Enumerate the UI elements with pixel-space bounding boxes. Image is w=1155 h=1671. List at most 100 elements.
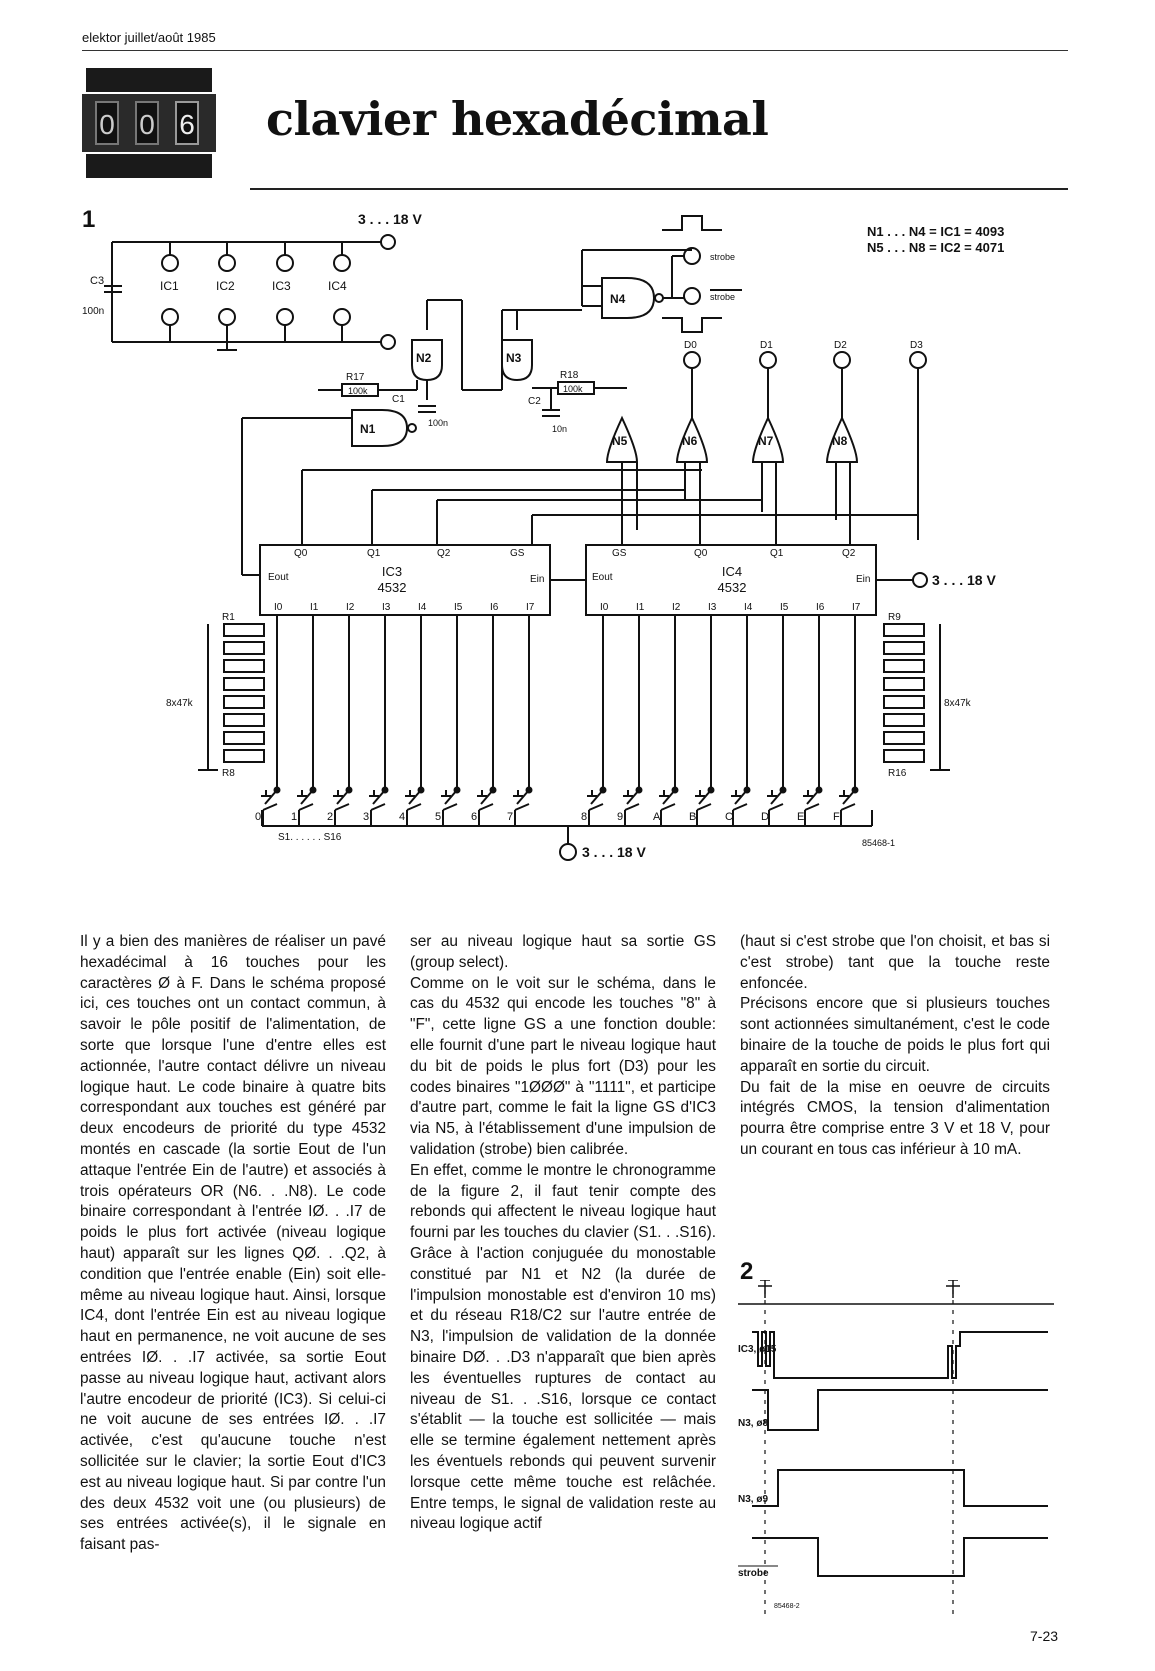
ic-legend-1: N1 . . . N4 = IC1 = 4093 bbox=[867, 224, 1004, 239]
figure2-number: 2 bbox=[740, 1258, 754, 1285]
key-label: 7 bbox=[507, 811, 513, 823]
svg-text:Q2: Q2 bbox=[437, 548, 451, 559]
svg-text:I2: I2 bbox=[346, 602, 355, 613]
svg-text:0: 0 bbox=[139, 109, 155, 140]
svg-text:3 . . . 18 V: 3 . . . 18 V bbox=[358, 211, 422, 227]
key-switch-a: A bbox=[653, 786, 679, 826]
svg-text:4532: 4532 bbox=[378, 580, 407, 595]
strobe-bar-label: strobe bbox=[710, 292, 735, 302]
svg-text:N3: N3 bbox=[506, 351, 522, 365]
paragraph: En effet, comme le montre le chronogramm… bbox=[410, 1161, 716, 1533]
svg-text:I4: I4 bbox=[744, 602, 753, 613]
svg-text:I1: I1 bbox=[310, 602, 319, 613]
page-title: clavier hexadécimal bbox=[266, 92, 769, 146]
key-label: 3 bbox=[363, 811, 369, 823]
svg-text:IC1: IC1 bbox=[160, 279, 179, 293]
svg-text:I2: I2 bbox=[672, 602, 681, 613]
key-switch-d: D bbox=[761, 786, 787, 826]
key-label: 4 bbox=[399, 811, 405, 823]
svg-text:GS: GS bbox=[612, 548, 627, 559]
svg-text:100n: 100n bbox=[82, 306, 104, 317]
key-label: D bbox=[761, 811, 769, 823]
supply-label-bottom: 3 . . . 18 V bbox=[582, 844, 646, 860]
svg-text:IC3: IC3 bbox=[382, 564, 402, 579]
key-switch-f: F bbox=[833, 786, 859, 826]
key-label: 9 bbox=[617, 811, 623, 823]
svg-text:I6: I6 bbox=[490, 602, 499, 613]
signal-label-2: N3, ø8 bbox=[738, 1418, 768, 1429]
svg-text:Q0: Q0 bbox=[694, 548, 708, 559]
paragraph: Du fait de la mise en oeuvre de circuits… bbox=[740, 1078, 1050, 1158]
svg-text:I3: I3 bbox=[382, 602, 391, 613]
key-label: 2 bbox=[327, 811, 333, 823]
svg-text:N8: N8 bbox=[832, 434, 848, 448]
key-switch-5: 5 bbox=[435, 786, 461, 826]
svg-text:R9: R9 bbox=[888, 612, 901, 623]
strobe-label: strobe bbox=[710, 252, 735, 262]
display-logo: 0 0 6 bbox=[82, 64, 216, 182]
svg-text:I1: I1 bbox=[636, 602, 645, 613]
res-bank-right: 8x47k bbox=[944, 698, 972, 709]
title-rule bbox=[250, 188, 1068, 190]
svg-text:N2: N2 bbox=[416, 351, 432, 365]
key-switch-9: 9 bbox=[617, 786, 643, 826]
key-label: 1 bbox=[291, 811, 297, 823]
svg-text:C3: C3 bbox=[90, 275, 104, 287]
svg-text:10n: 10n bbox=[552, 424, 567, 434]
svg-text:N5: N5 bbox=[612, 434, 628, 448]
svg-text:N4: N4 bbox=[610, 292, 626, 306]
key-switch-6: 6 bbox=[471, 786, 497, 826]
svg-text:R8: R8 bbox=[222, 768, 235, 779]
svg-text:I0: I0 bbox=[600, 602, 609, 613]
svg-text:Q1: Q1 bbox=[367, 548, 381, 559]
output-d2: D2 bbox=[834, 340, 847, 351]
paragraph: Précisons encore que si plusieurs touche… bbox=[740, 995, 1050, 1075]
output-d1: D1 bbox=[760, 340, 773, 351]
svg-text:IC4: IC4 bbox=[328, 279, 347, 293]
svg-text:GS: GS bbox=[510, 548, 525, 559]
key-label: A bbox=[653, 811, 661, 823]
key-label: F bbox=[833, 811, 840, 823]
svg-text:C2: C2 bbox=[528, 396, 541, 407]
paragraph: ser au niveau logique haut sa sortie GS … bbox=[410, 933, 716, 971]
key-label: E bbox=[797, 811, 804, 823]
svg-text:Eout: Eout bbox=[268, 572, 289, 583]
key-switch-8: 8 bbox=[581, 786, 607, 826]
svg-text:100k: 100k bbox=[348, 386, 368, 396]
supply-label-right: 3 . . . 18 V bbox=[932, 572, 996, 588]
svg-text:N6: N6 bbox=[682, 434, 698, 448]
body-column-2: ser au niveau logique haut sa sortie GS … bbox=[410, 932, 716, 1535]
figure2-ref: 85468-2 bbox=[774, 1603, 800, 1610]
svg-text:IC4: IC4 bbox=[722, 564, 742, 579]
key-label: 5 bbox=[435, 811, 441, 823]
key-switch-2: 2 bbox=[327, 786, 353, 826]
key-label: 0 bbox=[255, 811, 261, 823]
svg-text:100n: 100n bbox=[428, 418, 448, 428]
figure1-number: 1 bbox=[82, 206, 96, 233]
svg-text:4532: 4532 bbox=[718, 580, 747, 595]
key-label: B bbox=[689, 811, 696, 823]
svg-text:Eout: Eout bbox=[592, 572, 613, 583]
svg-text:N1: N1 bbox=[360, 422, 376, 436]
timing-diagram-figure2: IC3, ø15 N3, ø8 N3, ø9 strobe 85468-2 bbox=[738, 1280, 1054, 1616]
svg-text:I7: I7 bbox=[852, 602, 861, 613]
svg-text:6: 6 bbox=[179, 109, 195, 140]
svg-text:I0: I0 bbox=[274, 602, 283, 613]
body-column-1: Il y a bien des manières de réaliser un … bbox=[80, 932, 386, 1556]
paragraph: Il y a bien des manières de réaliser un … bbox=[80, 933, 386, 1554]
ic-legend-2: N5 . . . N8 = IC2 = 4071 bbox=[867, 240, 1004, 255]
key-switch-b: B bbox=[689, 786, 715, 826]
paragraph: (haut si c'est strobe que l'on choisit, … bbox=[740, 933, 1050, 992]
key-label: 6 bbox=[471, 811, 477, 823]
svg-text:I3: I3 bbox=[708, 602, 717, 613]
output-d0: D0 bbox=[684, 340, 697, 351]
svg-text:Q1: Q1 bbox=[770, 548, 784, 559]
key-switch-1: 1 bbox=[291, 786, 317, 826]
signal-label-4: strobe bbox=[738, 1568, 769, 1579]
svg-text:Q2: Q2 bbox=[842, 548, 856, 559]
svg-text:R1: R1 bbox=[222, 612, 235, 623]
svg-text:IC2: IC2 bbox=[216, 279, 235, 293]
res-bank-left: 8x47k bbox=[166, 698, 194, 709]
header-rule bbox=[82, 50, 1068, 51]
